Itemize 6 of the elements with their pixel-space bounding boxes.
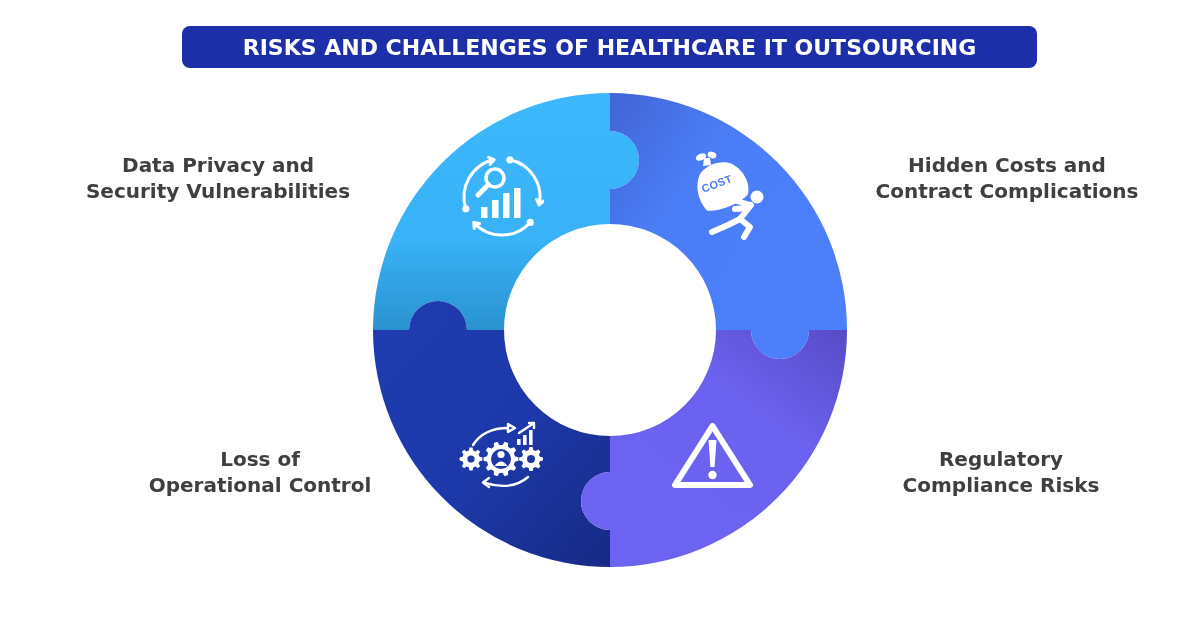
sack-label: COST <box>700 173 734 195</box>
quadrant-heading: Data Privacy and Security Vulnerabilities <box>85 152 351 204</box>
title-banner: RISKS AND CHALLENGES OF HEALTHCARE IT OUTSOURCING <box>182 26 1037 68</box>
quadrant-heading: Regulatory Compliance Risks <box>902 446 1100 498</box>
quadrant-heading: Hidden Costs and Contract Complications <box>875 152 1139 204</box>
quadrant-heading: Loss of Operational Control <box>148 446 372 498</box>
